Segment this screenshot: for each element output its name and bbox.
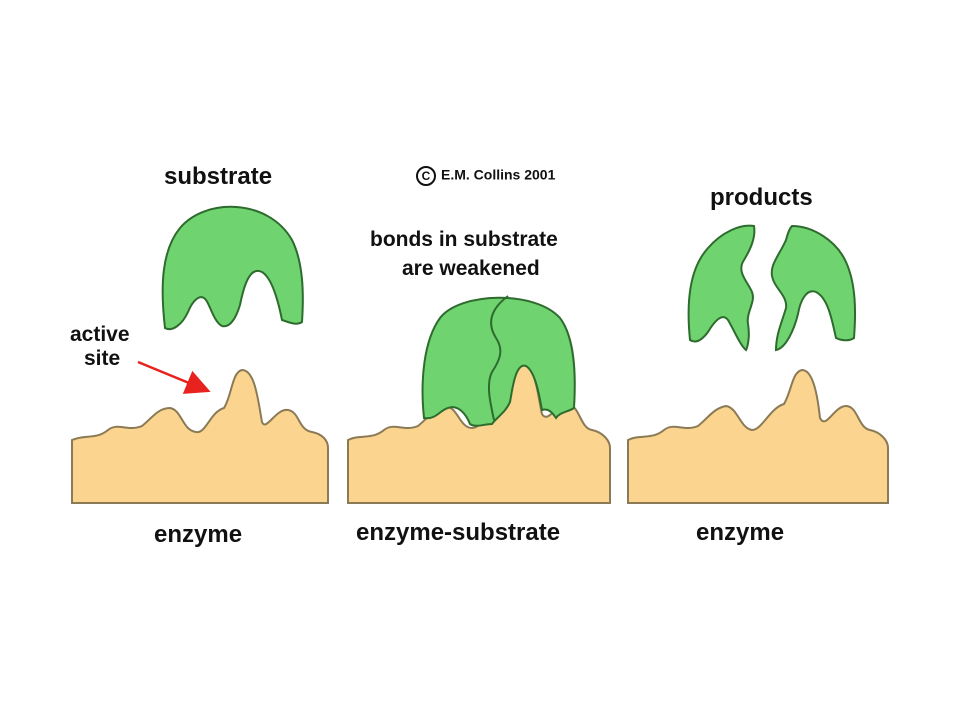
enzyme-substrate-label: enzyme-substrate (356, 519, 561, 546)
substrate-shape (161, 205, 304, 331)
enzyme-shape-left (71, 368, 329, 504)
enzyme-label-right: enzyme (696, 519, 785, 546)
enzyme-label-left: enzyme (154, 521, 243, 548)
bonds-label-line1: bonds in substrate (370, 228, 558, 251)
copyright-icon: C (416, 166, 436, 186)
products-label: products (710, 184, 813, 211)
enzyme-shape-right (627, 368, 889, 504)
bonds-label-line2: are weakened (402, 257, 540, 280)
active-site-arrow (137, 360, 211, 394)
active-site-label-line2: site (84, 347, 121, 370)
weakened-bond-line (487, 295, 509, 421)
product-fragment-right (770, 224, 857, 352)
substrate-label: substrate (164, 163, 273, 190)
active-site-label-line1: active (70, 323, 130, 346)
copyright-notice: C E.M. Collins 2001 (416, 166, 555, 186)
copyright-text: E.M. Collins 2001 (441, 166, 556, 183)
product-fragment-left (687, 224, 756, 352)
